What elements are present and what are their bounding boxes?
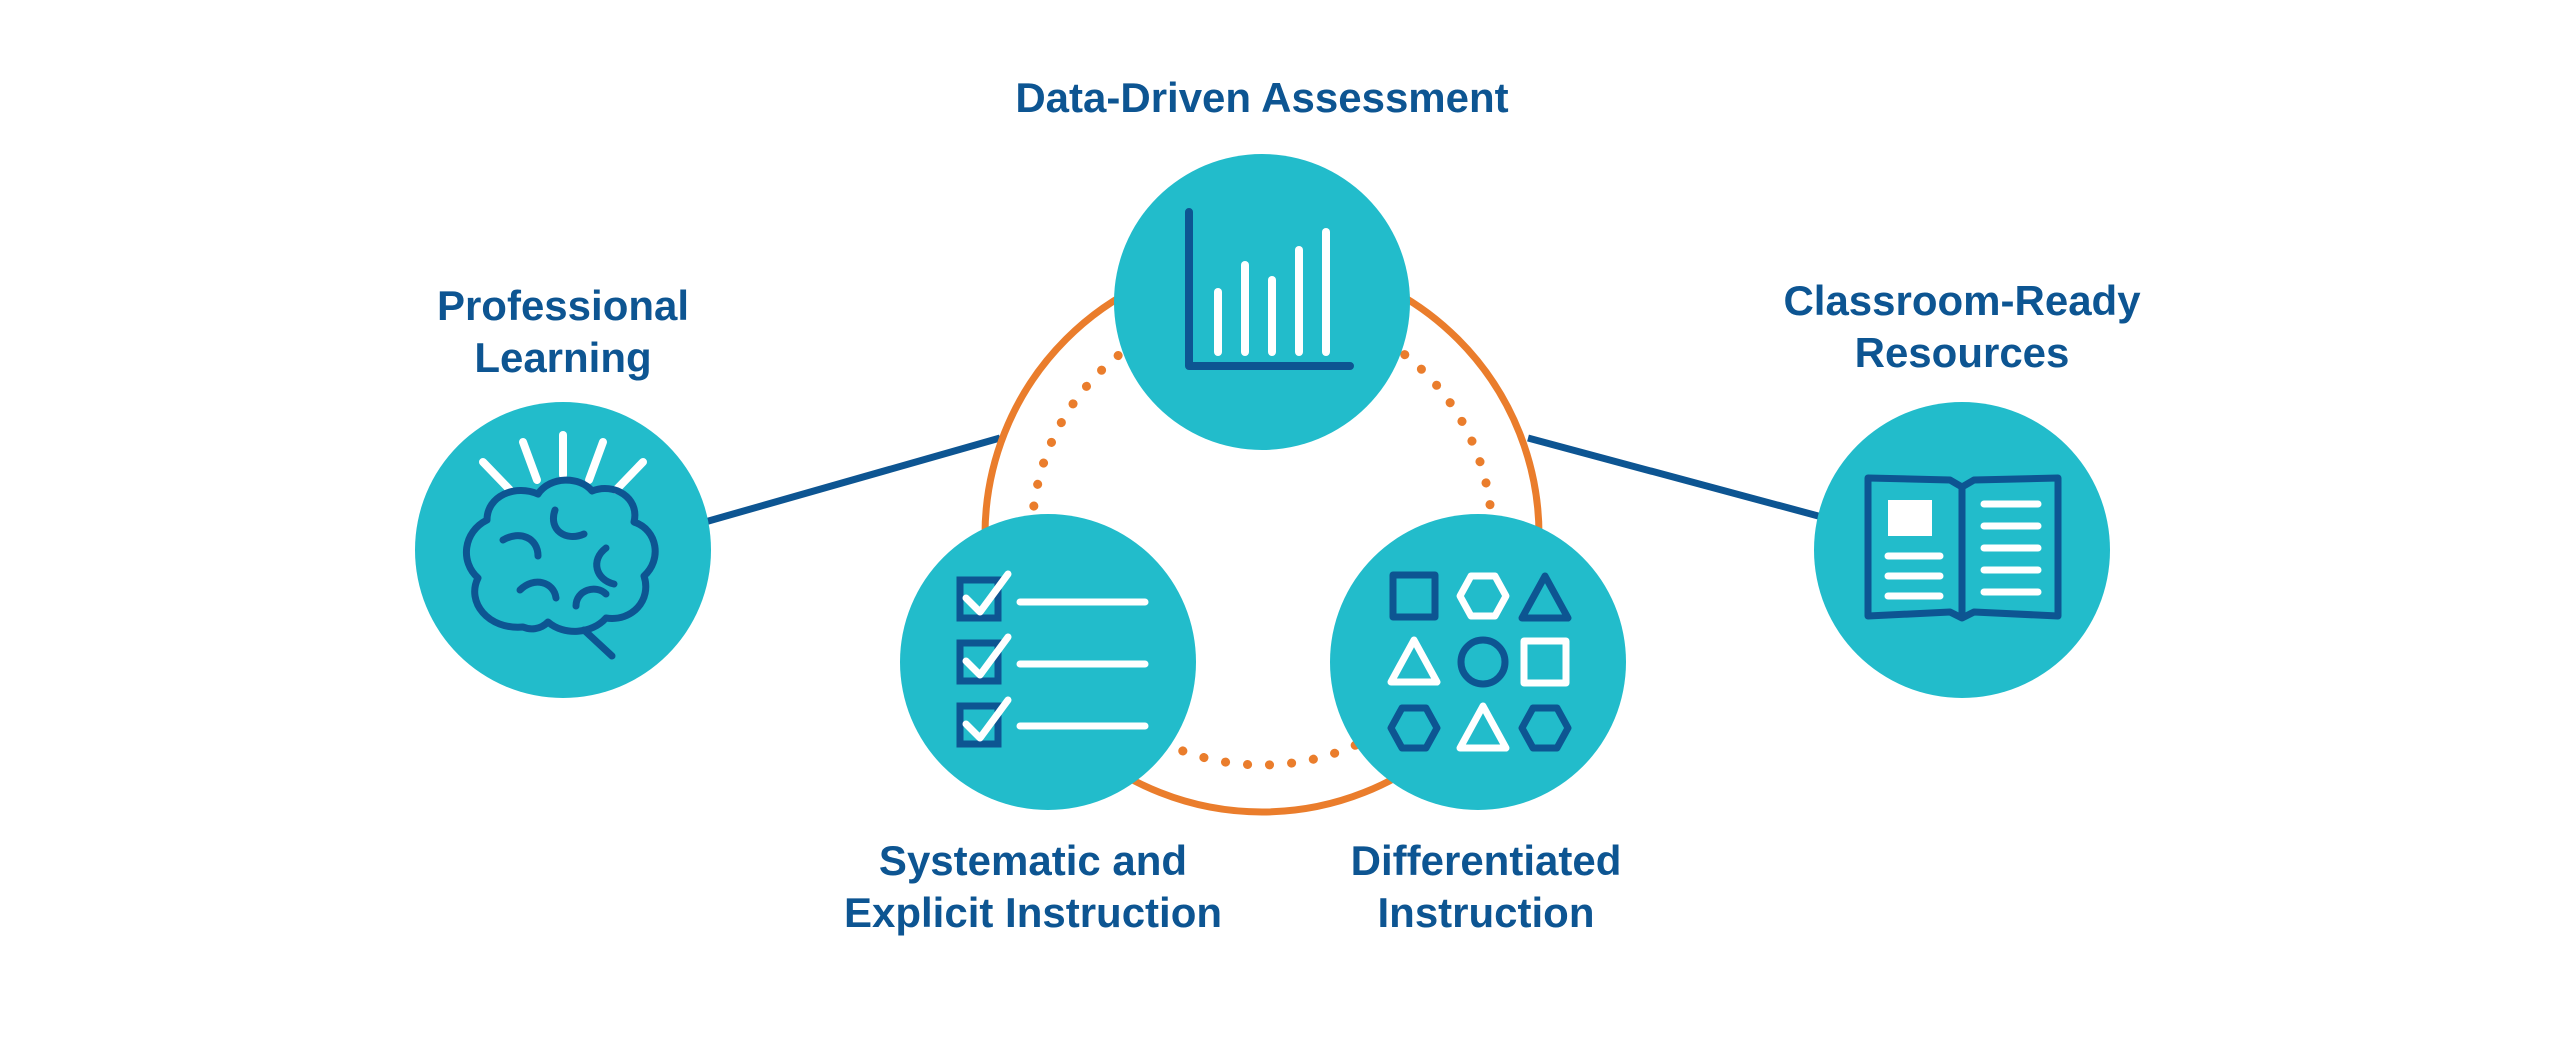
shapes-icon (1387, 571, 1572, 752)
label-line: Resources (1854, 329, 2070, 376)
label-line: Instruction (1377, 889, 1595, 936)
label-data-driven-assessment: Data-Driven Assessment (1015, 72, 1508, 124)
label-line: Explicit Instruction (843, 889, 1223, 936)
connector-left (704, 434, 1001, 526)
node-circle-data-driven (1114, 154, 1410, 450)
connector-right (1527, 434, 1823, 521)
label-systematic-explicit-instruction: Systematic and Explicit Instruction (844, 835, 1222, 939)
label-line: Professional (436, 282, 690, 329)
label-line: Differentiated (1350, 837, 1622, 884)
open-book-icon (1864, 474, 2062, 622)
label-line: Data-Driven Assessment (1015, 74, 1509, 121)
label-line: Classroom-Ready (1783, 277, 2141, 324)
node-circle-differentiated (1330, 514, 1626, 810)
bar-chart-icon (1185, 208, 1354, 370)
label-classroom-ready-resources: Classroom-Ready Resources (1783, 275, 2140, 379)
brain-icon (462, 431, 659, 660)
checklist-icon (956, 570, 1149, 748)
label-differentiated-instruction: Differentiated Instruction (1351, 835, 1622, 939)
label-line: Learning (474, 334, 652, 381)
label-professional-learning: Professional Learning (437, 280, 689, 384)
label-line: Systematic and (878, 837, 1188, 884)
node-circle-professional (415, 402, 711, 698)
